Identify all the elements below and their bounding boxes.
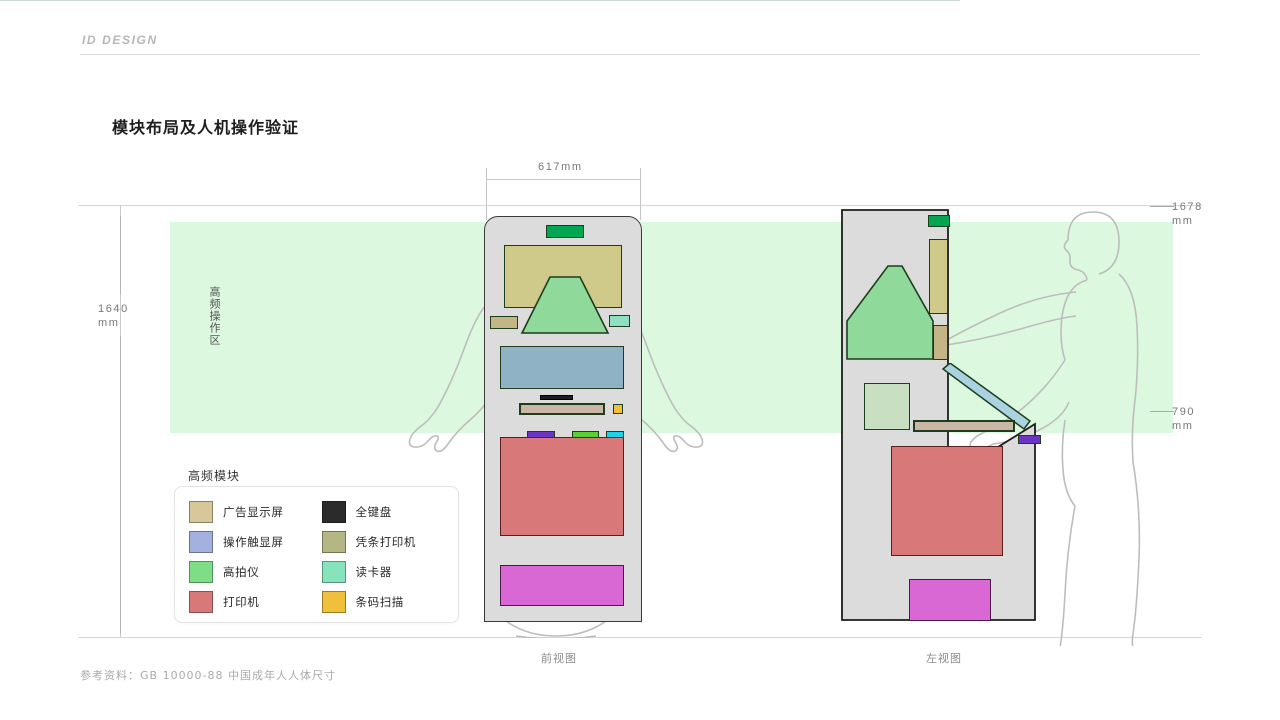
legend-grid: 广告显示屏 全键盘 操作触显屏 凭条打印机 高拍仪 读卡器 bbox=[175, 497, 458, 617]
side-module-touch-display bbox=[941, 363, 1032, 431]
high-frequency-zone-label: 高频操作区 bbox=[208, 286, 221, 346]
dimension-1640-value: 1640 bbox=[98, 303, 129, 315]
legend-item-barcode-scanner: 条码扫描 bbox=[321, 591, 455, 613]
legend-swatch-ad-display bbox=[189, 501, 213, 523]
legend-label-receipt-printer: 凭条打印机 bbox=[355, 535, 416, 549]
side-module-full-keyboard bbox=[913, 420, 1015, 432]
front-module-card-reader-top bbox=[546, 225, 584, 238]
legend-item-overhead-scanner: 高拍仪 bbox=[189, 561, 322, 583]
front-module-printer bbox=[500, 437, 624, 536]
legend-label-ad-display: 广告显示屏 bbox=[223, 505, 284, 519]
legend-label-card-reader: 读卡器 bbox=[355, 565, 392, 579]
dimension-790-unit: mm bbox=[1172, 420, 1194, 432]
legend-item-card-reader: 读卡器 bbox=[321, 561, 455, 583]
dimension-1678-unit: mm bbox=[1172, 215, 1194, 227]
legend-swatch-touch-display bbox=[189, 531, 213, 553]
dimension-line-1640-lower bbox=[120, 336, 121, 634]
reference-line-ground bbox=[78, 637, 1202, 638]
front-module-keyboard-strip bbox=[540, 395, 573, 400]
legend-panel: 广告显示屏 全键盘 操作触显屏 凭条打印机 高拍仪 读卡器 bbox=[174, 486, 459, 623]
legend-label-printer: 打印机 bbox=[223, 595, 260, 609]
front-view-caption: 前视图 bbox=[541, 652, 577, 665]
brand-label: ID DESIGN bbox=[82, 33, 158, 47]
side-module-ad-display bbox=[929, 239, 948, 314]
dimension-1640: 1640 mm bbox=[98, 302, 129, 330]
legend-swatch-barcode-scanner bbox=[321, 591, 346, 613]
dimension-line-1640-upper bbox=[120, 216, 121, 294]
side-module-cash bbox=[909, 579, 991, 621]
extension-line-left bbox=[486, 168, 487, 220]
dimension-790-value: 790 bbox=[1172, 406, 1196, 418]
dimension-1678: 1678 mm bbox=[1172, 200, 1203, 228]
page-title: 模块布局及人机操作验证 bbox=[112, 118, 300, 137]
legend-item-ad-display: 广告显示屏 bbox=[189, 501, 322, 523]
header-divider bbox=[80, 54, 1200, 55]
front-module-touch-display bbox=[500, 346, 624, 389]
reference-line-790 bbox=[0, 0, 960, 1]
side-module-purple bbox=[1018, 435, 1041, 444]
side-view-caption: 左视图 bbox=[926, 652, 962, 665]
dimension-1678-value: 1678 bbox=[1172, 201, 1203, 213]
legend-title: 高频模块 bbox=[188, 469, 241, 483]
dimension-1640-unit: mm bbox=[98, 317, 120, 329]
legend-swatch-full-keyboard bbox=[321, 501, 346, 523]
legend-swatch-printer bbox=[189, 591, 213, 613]
legend-label-full-keyboard: 全键盘 bbox=[355, 505, 392, 519]
legend-swatch-overhead-scanner bbox=[189, 561, 213, 583]
extension-line-right bbox=[640, 168, 641, 220]
footer-reference-note: 参考资料：GB 10000-88 中国成年人人体尺寸 bbox=[80, 669, 337, 682]
side-module-overhead-scanner bbox=[846, 265, 934, 360]
side-module-inner-panel bbox=[864, 383, 910, 430]
dimension-617: 617mm bbox=[538, 161, 583, 173]
legend-swatch-receipt-printer bbox=[321, 531, 346, 553]
dimension-tick-790 bbox=[1150, 411, 1174, 412]
legend-label-barcode-scanner: 条码扫描 bbox=[355, 595, 404, 609]
legend-label-touch-display: 操作触显屏 bbox=[223, 535, 284, 549]
legend-label-overhead-scanner: 高拍仪 bbox=[223, 565, 260, 579]
front-module-barcode-scanner bbox=[613, 404, 623, 414]
side-module-receipt-printer bbox=[933, 325, 948, 360]
legend-item-touch-display: 操作触显屏 bbox=[189, 531, 322, 553]
dimension-line-617 bbox=[486, 179, 641, 180]
legend-swatch-card-reader bbox=[321, 561, 346, 583]
side-module-card-reader-top bbox=[928, 215, 950, 227]
front-module-overhead-scanner bbox=[520, 276, 610, 334]
front-view-kiosk bbox=[484, 216, 642, 622]
legend-item-printer: 打印机 bbox=[189, 591, 322, 613]
side-view-kiosk bbox=[840, 208, 1041, 622]
legend-item-full-keyboard: 全键盘 bbox=[321, 501, 455, 523]
legend-item-receipt-printer: 凭条打印机 bbox=[321, 531, 455, 553]
front-module-card-reader bbox=[609, 315, 630, 327]
dimension-tick-1678 bbox=[1150, 206, 1174, 207]
dimension-790: 790 mm bbox=[1172, 405, 1195, 433]
front-module-cash bbox=[500, 565, 624, 606]
front-module-full-keyboard bbox=[519, 403, 605, 415]
front-module-receipt-printer bbox=[490, 316, 518, 329]
side-module-printer bbox=[891, 446, 1003, 556]
